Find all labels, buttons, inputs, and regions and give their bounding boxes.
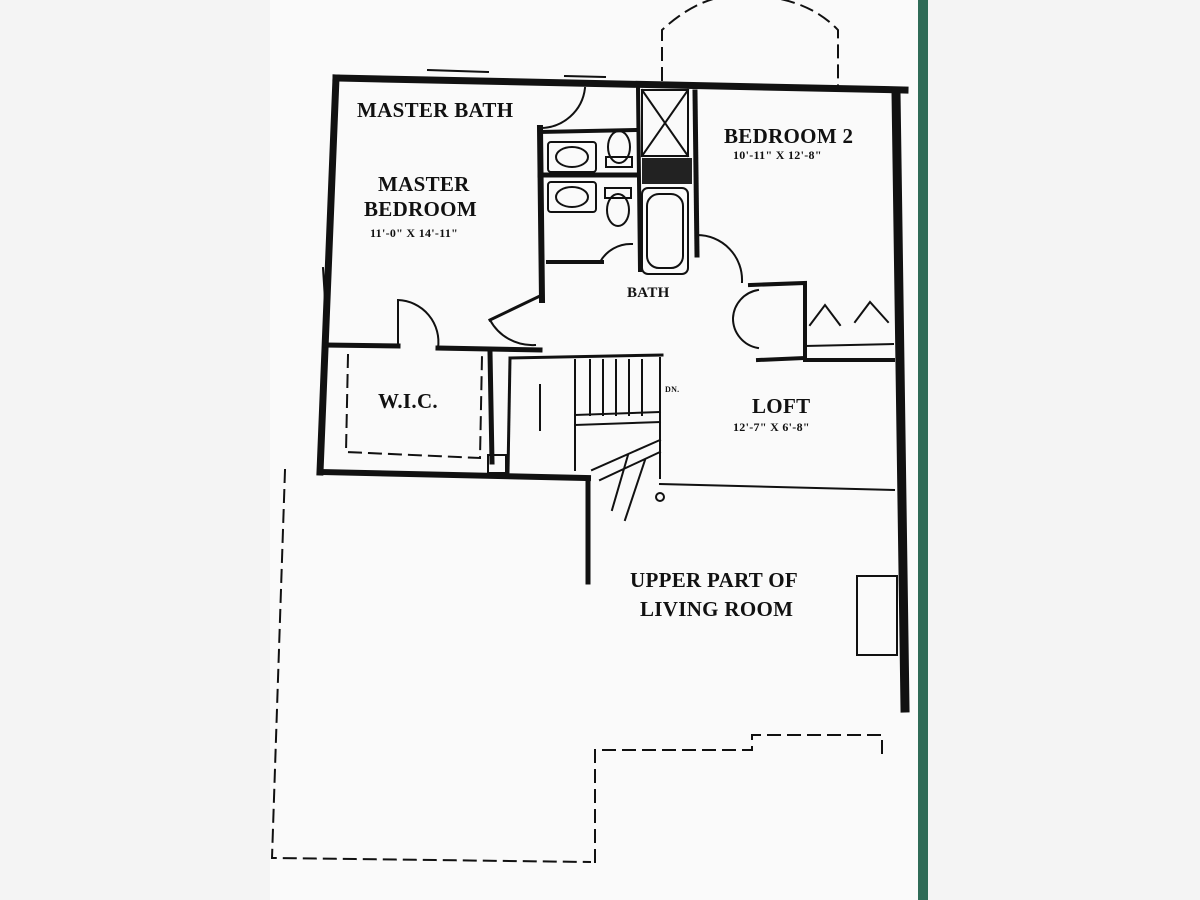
wall-master-bath-east: [536, 124, 546, 304]
wall-hall-north: [487, 292, 545, 323]
master-bedroom-dimensions: 11'-0" X 14'-11": [370, 226, 459, 240]
exterior-wall-south: [316, 468, 592, 482]
wall-master-bedroom-south: [322, 342, 401, 349]
loft-label: LOFT: [752, 394, 811, 418]
wall-bath-north: [537, 127, 641, 135]
bath-label: BATH: [627, 285, 670, 301]
door-hall: [488, 318, 537, 347]
living-room-label-line2: LIVING ROOM: [640, 597, 794, 621]
exterior-wall-west: [316, 74, 340, 476]
wall-bedroom2-south-inner: [803, 342, 895, 348]
door-bedroom2-closet: [808, 300, 890, 327]
dashed-outline-south: [594, 734, 883, 863]
wall-stair-north: [508, 353, 664, 360]
bedroom2-dimensions: 10'-11" X 12'-8": [733, 148, 822, 162]
wall-closet: [747, 280, 807, 363]
wall-master-bedroom-south-2: [435, 345, 543, 353]
wall-bedroom2-west: [692, 89, 700, 258]
fireplace-box: [856, 575, 898, 656]
binder-edge: [918, 0, 928, 900]
master-bedroom-label: MASTER: [378, 172, 470, 196]
loft-dimensions: 12'-7" X 6'-8": [733, 420, 810, 434]
master-bath-label: MASTER BATH: [357, 98, 514, 122]
floor-plan-sheet: [270, 0, 925, 900]
dashed-bay: [661, 0, 839, 89]
master-bath-fixtures: [547, 88, 690, 227]
dashed-wic-shelf: [344, 353, 484, 460]
dashed-outline-west: [270, 468, 592, 864]
door-bath: [598, 242, 634, 264]
bath-fixtures: [641, 187, 689, 275]
door-wic: [397, 298, 440, 350]
wall-loft-south: [658, 482, 896, 492]
bedroom2-label: BEDROOM 2: [724, 124, 854, 148]
wall-wic-east: [487, 349, 495, 465]
door-bedroom2: [695, 233, 744, 284]
wall-stair-left: [506, 356, 512, 474]
staircase: [539, 357, 665, 522]
door-closet: [731, 288, 760, 350]
living-room-label: UPPER PART OF: [630, 568, 799, 592]
master-bedroom-label-line2: BEDROOM: [364, 197, 477, 221]
exterior-wall-east: [891, 87, 910, 713]
wic-label: W.I.C.: [378, 389, 438, 413]
door-master-bath: [538, 86, 587, 130]
exterior-wall-north: [332, 74, 909, 94]
stair-down-note: DN.: [665, 385, 680, 394]
wall-shower: [635, 85, 643, 273]
